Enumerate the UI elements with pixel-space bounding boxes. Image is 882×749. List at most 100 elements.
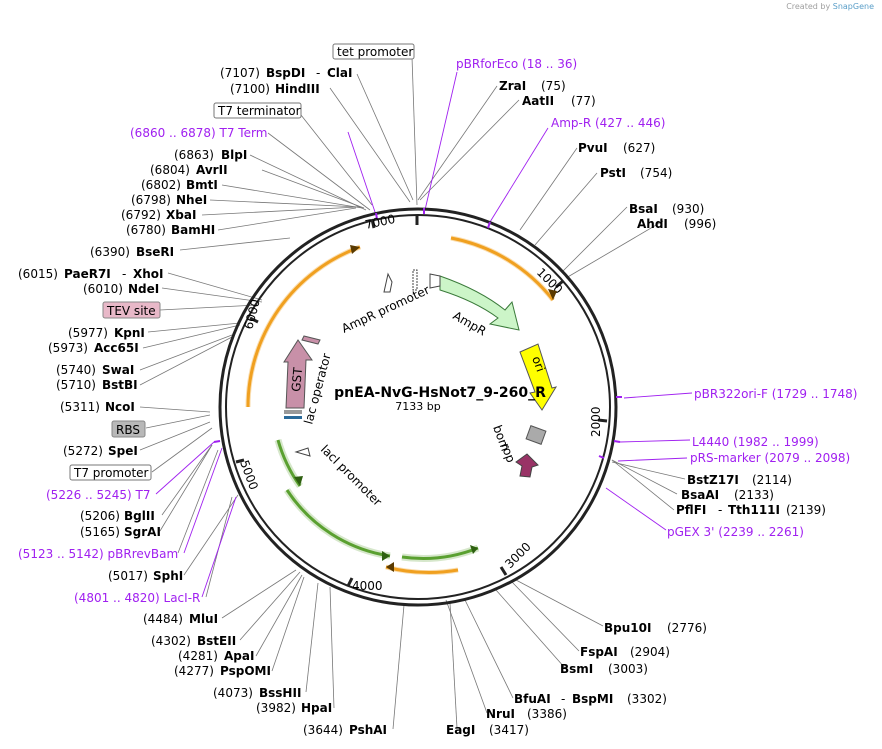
lac-operator-feature[interactable] (301, 335, 321, 345)
site-bpu10i-num: (2776) (667, 621, 707, 635)
site-bmti-num: (6802) (141, 178, 181, 192)
site-bspdi-num: (7107) (220, 66, 260, 80)
ampr-promoter-feature[interactable] (429, 273, 441, 289)
site-bpu10i: Bpu10I (604, 621, 651, 635)
tick-5000: 5000 (237, 458, 261, 491)
site-bmti: BmtI (186, 178, 218, 192)
site-bsshii: BssHII (259, 686, 301, 700)
site-apai: ApaI (224, 649, 254, 663)
site-avrii-num: (6804) (150, 163, 190, 177)
site-bsteii-num: (4302) (151, 634, 191, 648)
rbs-label: RBS (116, 423, 140, 437)
site-aatii-num: (77) (571, 94, 596, 108)
orf-arrow-2 (350, 245, 360, 254)
site-nhei-num: (6798) (131, 193, 171, 207)
site-bspmi-num: (3302) (627, 692, 667, 706)
site-tth111i: Tth111I (728, 503, 780, 517)
site-blpi-num: (6863) (174, 148, 214, 162)
t7-feature[interactable] (284, 416, 302, 419)
tick-6000: 6000 (241, 298, 262, 331)
site-eagi-num: (3417) (489, 723, 529, 737)
site-nrui: NruI (486, 707, 515, 721)
backbone-outer (218, 207, 618, 607)
site-bsai-num: (930) (672, 202, 704, 216)
gst-feature[interactable] (283, 339, 313, 409)
site-acc65i-num: (5973) (48, 341, 88, 355)
site-paer7i-num: (6015) (18, 267, 58, 281)
site-pflfi-sep: - (718, 503, 722, 517)
tet-promoter-label: tet promoter (337, 45, 413, 59)
site-bstz17i-num: (2114) (752, 473, 792, 487)
tick-3000: 3000 (502, 540, 533, 571)
site-aatii: AatII (522, 94, 554, 108)
site-bspdi: BspDI (266, 66, 305, 80)
pgex3-primer: pGEX 3' (2239 .. 2261) (667, 525, 804, 539)
ori-feature[interactable] (519, 343, 558, 411)
site-fspai-num: (2904) (630, 645, 670, 659)
orf-arrow-3 (386, 562, 394, 572)
site-hpai: HpaI (301, 701, 332, 715)
tet-promoter-glyph[interactable] (383, 272, 393, 293)
site-psti: PstI (600, 166, 626, 180)
pbr322ori-f-primer: pBR322ori-F (1729 .. 1748) (694, 387, 857, 401)
site-acc65i: Acc65I (94, 341, 139, 355)
site-bspmi: BspMI (572, 692, 613, 706)
plasmid-length: 7133 bp (395, 400, 440, 413)
site-bsaai-num: (2133) (734, 488, 774, 502)
site-paer7i: PaeR7I (64, 267, 111, 281)
laci-promoter-glyph[interactable] (294, 447, 311, 457)
site-bfuai: BfuAI (514, 692, 551, 706)
site-bseri-num: (6390) (90, 245, 130, 259)
site-nrui-num: (3386) (527, 707, 567, 721)
site-sphi-num: (5017) (108, 569, 148, 583)
tick-marks (235, 215, 608, 587)
site-pvui-num: (627) (623, 141, 655, 155)
tev-site-box (102, 301, 161, 319)
leader-lines (139, 56, 686, 730)
site-bsai: BsaI (629, 202, 658, 216)
tev-site-label: TEV site (106, 304, 156, 318)
site-pflfi: PflFI (676, 503, 706, 517)
site-ndei-num: (6010) (83, 282, 123, 296)
site-clai: ClaI (327, 66, 352, 80)
site-bstz17i: BstZ17I (687, 473, 739, 487)
bla-glyph[interactable] (412, 269, 418, 291)
site-bglii-num: (5206) (80, 509, 120, 523)
rop-label: rop (498, 441, 518, 464)
site-kpni-num: (5977) (68, 326, 108, 340)
site-fspai: FspAI (580, 645, 618, 659)
site-apai-num: (4281) (178, 649, 218, 663)
site-sphi: SphI (153, 569, 183, 583)
rbs-feature[interactable] (284, 410, 302, 414)
ampr-feature[interactable] (439, 275, 520, 331)
credit-prefix: Created by (786, 2, 831, 11)
site-pshai-num: (3644) (303, 723, 343, 737)
laci-arrow-3 (470, 545, 478, 554)
site-blpi: BlpI (221, 148, 247, 162)
t7-terminator-label: T7 terminator (217, 104, 301, 118)
site-mlui: MluI (189, 612, 218, 626)
laci-r-primer: (4801 .. 4820) LacI-R (74, 591, 200, 605)
primer-lines (155, 71, 693, 598)
pbrforeco-primer: pBRforEco (18 .. 36) (456, 57, 577, 71)
site-eagi: EagI (446, 723, 475, 737)
site-ncoi-num: (5311) (60, 400, 100, 414)
site-bspdi-sep: - (316, 66, 320, 80)
site-avrii: AvrII (196, 163, 228, 177)
site-bseri: BseRI (136, 245, 174, 259)
laci-arcs (274, 439, 480, 562)
site-ahdi-num: (996) (684, 217, 716, 231)
site-xbai: XbaI (166, 208, 196, 222)
orf-arrow-1 (548, 289, 557, 300)
site-bfuai-sep: - (561, 692, 565, 706)
primer-ticks (213, 208, 622, 459)
site-swai: SwaI (102, 363, 134, 377)
t7-terminator-box (213, 102, 302, 119)
site-besshii-num: (4073) (213, 686, 253, 700)
site-spei-num: (5272) (63, 444, 103, 458)
site-pspomi: PspOMI (220, 664, 271, 678)
rop-feature[interactable] (515, 453, 539, 478)
bom-feature[interactable] (525, 425, 547, 445)
laci-arrow-2 (382, 551, 390, 561)
